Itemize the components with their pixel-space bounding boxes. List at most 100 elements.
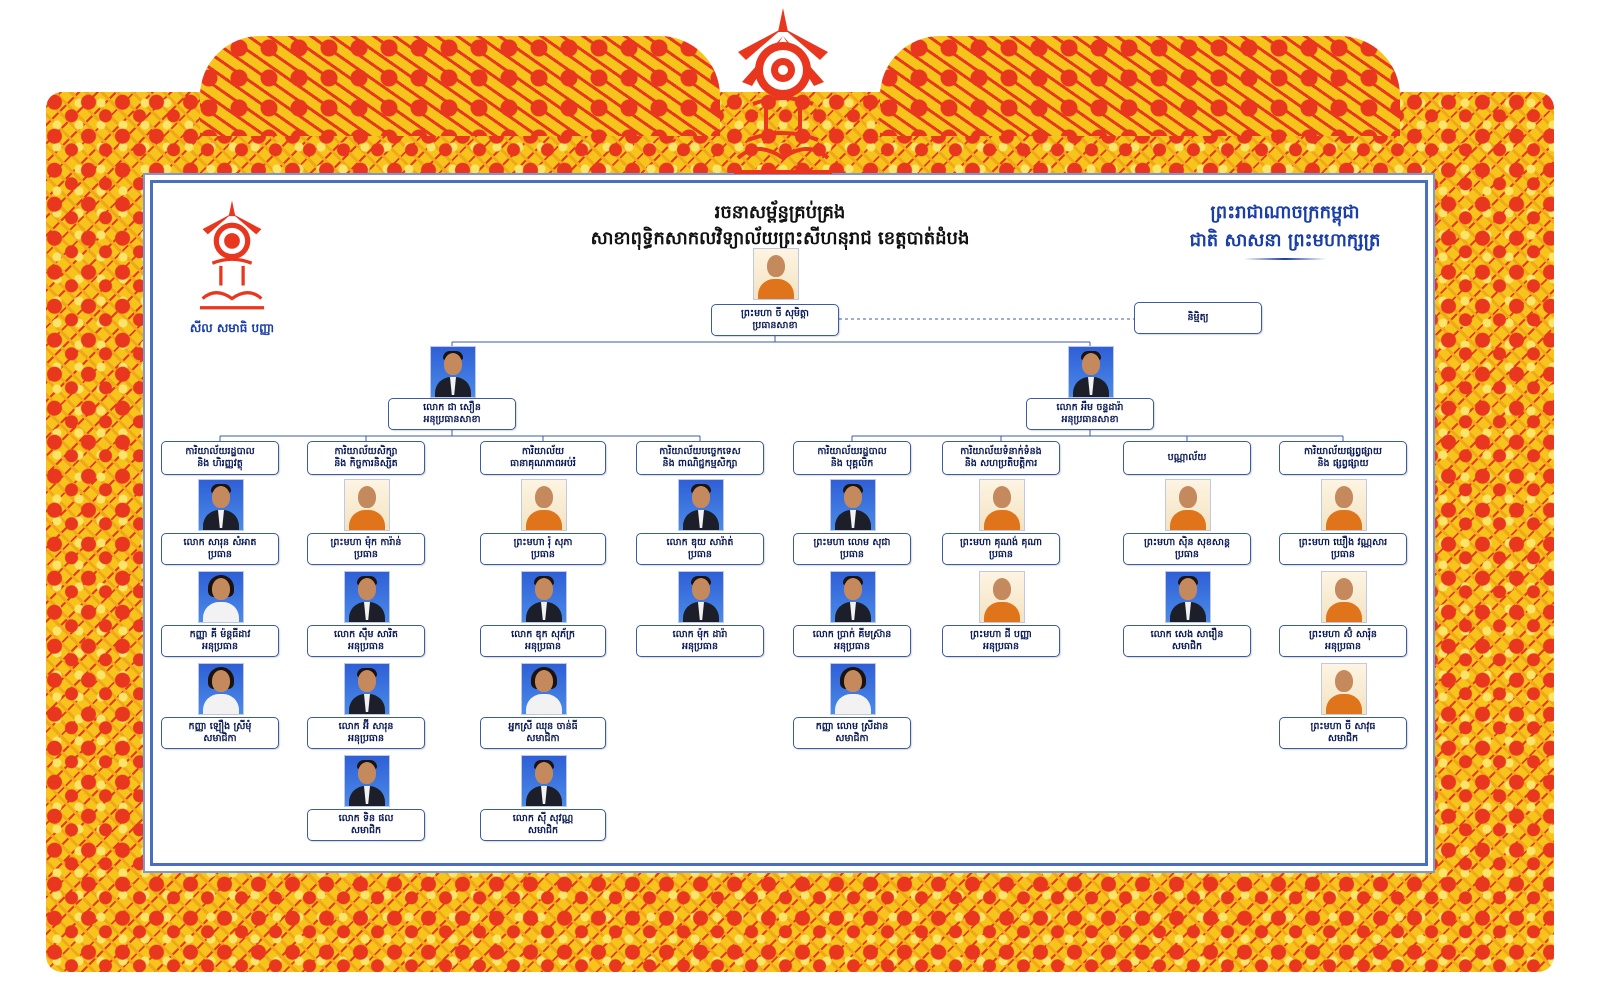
member-node[interactable]: លោក ស៊ឹម សារិតអនុប្រធាន: [307, 625, 425, 657]
department-node[interactable]: ការិយាល័យផ្សព្វផ្សាយនិង ផ្សព្វផ្សាយ: [1279, 441, 1407, 475]
portrait-body: [203, 602, 239, 622]
monk-portrait: [979, 571, 1025, 623]
person-portrait: [1165, 571, 1211, 623]
member-node[interactable]: លោក ឌុក សុភ័ក្រអនុប្រធាន: [480, 625, 606, 657]
department-node[interactable]: ការិយាល័យទំនាក់ទំនងនិង សហប្រតិបត្តិការ: [942, 441, 1060, 475]
member-name: កញ្ញា លោម ស្រីដាន: [815, 721, 889, 732]
member-node[interactable]: ព្រះមហា ស៊ិន សុខសាន្តប្រធាន: [1123, 533, 1251, 565]
portrait-head: [1335, 670, 1353, 692]
member-role: អនុប្រធានសាខា: [1061, 414, 1119, 425]
member-name: លោក ស៊ី សុវណ្ណ: [512, 813, 574, 824]
member-node[interactable]: លោក ស៊ី សុវណ្ណសមាជិក: [480, 809, 606, 841]
member-node[interactable]: ព្រះមហា ចី សាវុធសមាជិក: [1279, 717, 1407, 749]
portrait-head: [1179, 578, 1197, 600]
portrait-head: [358, 578, 376, 600]
kingdom-title: ព្រះរាជាណាចក្រកម្ពុជា: [1210, 202, 1360, 223]
department-label: ការិយាល័យរដ្ឋបាល: [185, 446, 255, 457]
monk-portrait: [1321, 571, 1367, 623]
member-name: លោក សារុន សំអាត: [183, 537, 257, 548]
portrait-head: [1082, 353, 1100, 375]
portrait-tie: [698, 510, 704, 528]
portrait-body: [835, 694, 871, 714]
member-node[interactable]: ព្រះមហា លោម សុជាប្រធាន: [793, 533, 911, 565]
member-node[interactable]: លោក ប្រាក់ គីមស្រ៊ានអនុប្រធាន: [793, 625, 911, 657]
portrait-tie: [541, 786, 547, 804]
member-node[interactable]: លោក ម៉ុក ដារ៉ាអនុប្រធាន: [636, 625, 764, 657]
member-node[interactable]: ព្រះមហា គុណង់ គុណាប្រធាន: [942, 533, 1060, 565]
member-name: លោក ឌុយ សារ៉ាត់: [666, 537, 734, 548]
portrait-head: [535, 670, 553, 692]
department-label: និង សហប្រតិបត្តិការ: [964, 458, 1038, 469]
department-label: ការិយាល័យបច្ចេកទេស: [659, 446, 741, 457]
portrait-head: [767, 255, 785, 277]
department-label: និង បុគ្គលិក: [830, 458, 874, 469]
department-label: និង កិច្ចការនិស្សិត: [334, 458, 398, 469]
member-node[interactable]: លោក សារុន សំអាតប្រធាន: [161, 533, 279, 565]
portrait-head: [844, 670, 862, 692]
member-node[interactable]: លោក ទិន ផលសមាជិក: [307, 809, 425, 841]
portrait-head: [535, 578, 553, 600]
portrait-body: [526, 510, 562, 530]
member-name: ព្រះមហា លោម សុជា: [813, 537, 891, 548]
department-node[interactable]: ការិយាល័យរដ្ឋបាលនិង ហិរញ្ញវត្ថុ: [161, 441, 279, 475]
advisor-label: និម្មិត្យ: [1187, 312, 1209, 323]
member-node[interactable]: កញ្ញា លោម ស្រីដានសមាជិកា: [793, 717, 911, 749]
department-node[interactable]: ការិយាល័យរដ្ឋបាលនិង បុគ្គលិក: [793, 441, 911, 475]
member-node[interactable]: ព្រះមហា ឃឿង វណ្ណសារប្រធាន: [1279, 533, 1407, 565]
portrait-head: [212, 670, 230, 692]
member-node[interactable]: អ្នកស្រី ឈុន ចាន់ធីសមាជិកា: [480, 717, 606, 749]
member-node[interactable]: ព្រះមហា ស៊ំ សារ៉ុនអនុប្រធាន: [1279, 625, 1407, 657]
portrait-head: [844, 486, 862, 508]
member-name: ព្រះមហា រ៉ុ សុភា: [513, 537, 573, 548]
member-node[interactable]: ព្រះមហា ជី បញ្ញាអនុប្រធាន: [942, 625, 1060, 657]
monk-portrait: [1165, 479, 1211, 531]
member-role: ប្រធាន: [688, 549, 712, 560]
member-role: សមាជិក: [350, 825, 382, 836]
portrait-tie: [364, 694, 370, 712]
monk-portrait: [979, 479, 1025, 531]
monk-portrait: [521, 479, 567, 531]
portrait-head: [212, 486, 230, 508]
portrait-head: [993, 578, 1011, 600]
deputy-node-1[interactable]: លោក ជា សឿនអនុប្រធានសាខា: [388, 398, 516, 430]
department-node[interactable]: ការិយាល័យបច្ចេកទេសនិង ពាណិជ្ជកម្មសិក្សា: [636, 441, 764, 475]
person-portrait: [521, 663, 567, 715]
member-role: ប្រធាន: [531, 549, 555, 560]
department-node[interactable]: ការិយាល័យធានាគុណភាពអប់រំ: [480, 441, 606, 475]
member-role: អនុប្រធាន: [348, 641, 384, 652]
member-role: អនុប្រធាន: [525, 641, 561, 652]
member-name: ព្រះមហា ឃឿង វណ្ណសារ: [1298, 537, 1388, 548]
portrait-body: [758, 279, 794, 299]
member-role: អនុប្រធាន: [348, 733, 384, 744]
member-role: សមាជិកា: [203, 733, 237, 744]
member-name: ព្រះមហា ស៊ំ សារ៉ុន: [1309, 629, 1377, 640]
member-node[interactable]: លោក ឌុយ សារ៉ាត់ប្រធាន: [636, 533, 764, 565]
member-node[interactable]: លោក អ៊ី សារុនអនុប្រធាន: [307, 717, 425, 749]
member-name: លោក ស៊ឹម សារិត: [334, 629, 398, 640]
portrait-body: [984, 510, 1020, 530]
director-node[interactable]: ព្រះមហា ចី សុមិត្តាប្រធានសាខា: [711, 304, 839, 336]
member-node[interactable]: កញ្ញា គី ម៉ន្តធីដាវអនុប្រធាន: [161, 625, 279, 657]
advisor-node[interactable]: និម្មិត្យ: [1134, 302, 1262, 334]
portrait-head: [358, 670, 376, 692]
member-node[interactable]: ព្រះមហា រ៉ុ សុភាប្រធាន: [480, 533, 606, 565]
member-name: ព្រះមហា ស៊ិន សុខសាន្ត: [1144, 537, 1230, 548]
member-name: ព្រះមហា គុណង់ គុណា: [959, 537, 1043, 548]
member-name: លោក អ៊ី សារុន: [338, 721, 394, 732]
department-node[interactable]: បណ្ណាល័យ: [1123, 441, 1251, 475]
portrait-body: [203, 694, 239, 714]
department-node[interactable]: ការិយាល័យសិក្សានិង កិច្ចការនិស្សិត: [307, 441, 425, 475]
member-node[interactable]: លោក សេង សារឿនសមាជិក: [1123, 625, 1251, 657]
person-portrait: [678, 571, 724, 623]
deputy-node-2[interactable]: លោក អឹម ចន្ទដារ៉ាអនុប្រធានសាខា: [1026, 398, 1154, 430]
kingdom-ornament: [1244, 258, 1326, 260]
member-role: អនុប្រធានសាខា: [423, 414, 481, 425]
member-node[interactable]: កញ្ញា ឡឿង ស្រីមុំសមាជិកា: [161, 717, 279, 749]
member-node[interactable]: ព្រះមហា ម៉ុក ការ៉ាន់ប្រធាន: [307, 533, 425, 565]
member-name: លោក អឹម ចន្ទដារ៉ា: [1056, 402, 1124, 413]
department-label: ការិយាល័យផ្សព្វផ្សាយ: [1304, 446, 1382, 457]
person-portrait: [830, 663, 876, 715]
department-label: ធានាគុណភាពអប់រំ: [510, 458, 576, 469]
